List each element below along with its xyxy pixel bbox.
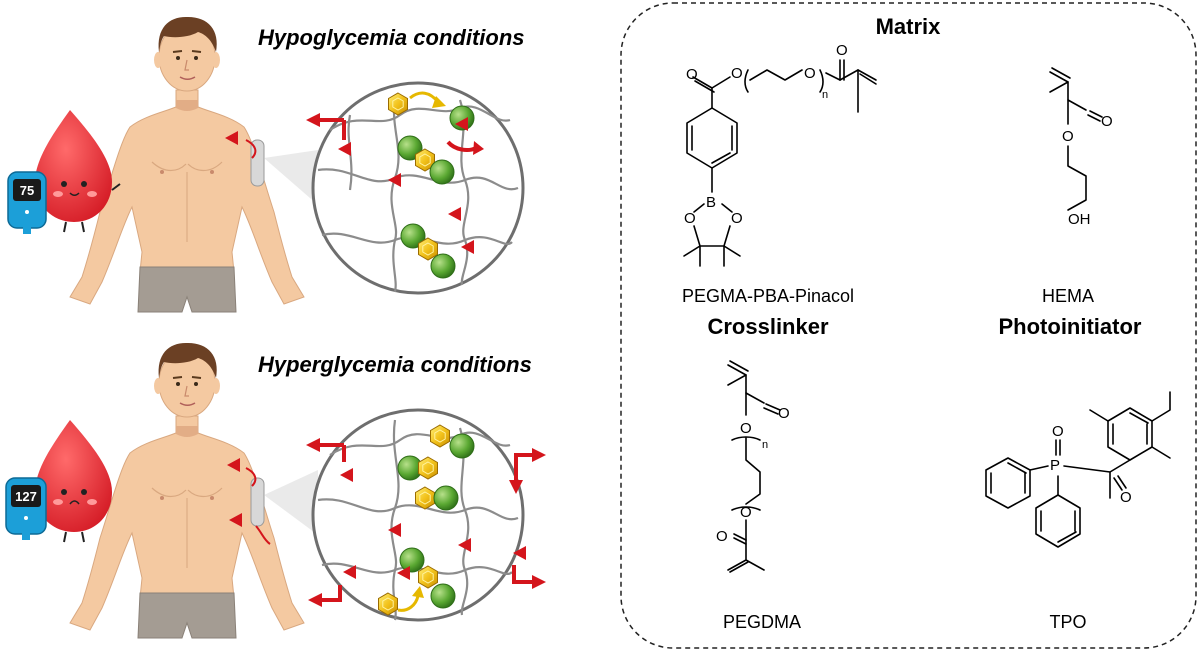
svg-text:O: O [731,210,743,227]
hyper-blood-drop-mascot [35,420,112,543]
hyper-zoom-cone [264,470,318,535]
svg-text:P: P [1050,457,1060,474]
hema-structure: O O OH [1049,67,1113,228]
hyper-glucose-meter: 127 [5,477,47,540]
svg-text:O: O [778,405,790,422]
hypo-insulin-release [306,113,351,156]
matrix-dashed-border [620,2,1197,649]
svg-text:O: O [740,504,752,521]
tpo-label: TPO [1049,612,1086,632]
hyper-insulin-release [306,438,546,607]
hypo-sensor-patch [250,139,265,187]
hypo-blood-drop-mascot [35,110,121,233]
svg-text:O: O [1120,489,1132,506]
svg-text:n: n [822,89,828,101]
svg-text:O: O [1062,128,1074,145]
pegma-pba-pinacol-structure: O O O n O B O O [683,42,877,267]
hyper-title: Hyperglycemia conditions [258,352,532,377]
hyper-meter-reading: 127 [15,489,37,504]
svg-text:O: O [1101,113,1113,130]
hypo-title: Hypoglycemia conditions [258,25,525,50]
svg-text:O: O [740,420,752,437]
svg-text:O: O [686,66,698,83]
svg-text:O: O [716,528,728,545]
svg-text:n: n [762,439,768,451]
pegdma-label: PEGDMA [723,612,801,632]
svg-text:O: O [731,65,743,82]
svg-text:B: B [706,194,716,211]
pegdma-structure: O O n O O [716,360,790,573]
hypo-zoom-cone [264,150,318,205]
matrix-title: Matrix [876,14,942,39]
svg-text:O: O [804,65,816,82]
hypo-hydrogel-zoom [311,81,525,295]
svg-text:O: O [836,42,848,59]
svg-text:OH: OH [1068,211,1091,228]
hyper-hydrogel-zoom [311,408,525,622]
tpo-structure: O P O [985,391,1171,548]
crosslinker-title: Crosslinker [707,314,828,339]
hypo-glucose-meter: 75 [7,171,47,234]
pegma-pba-pinacol-label: PEGMA-PBA-Pinacol [682,286,854,306]
hema-label: HEMA [1042,286,1094,306]
svg-text:O: O [684,210,696,227]
photoinitiator-title: Photoinitiator [999,314,1142,339]
svg-text:O: O [1052,423,1064,440]
hyper-sensor-patch [250,477,265,527]
hypo-meter-reading: 75 [20,183,34,198]
